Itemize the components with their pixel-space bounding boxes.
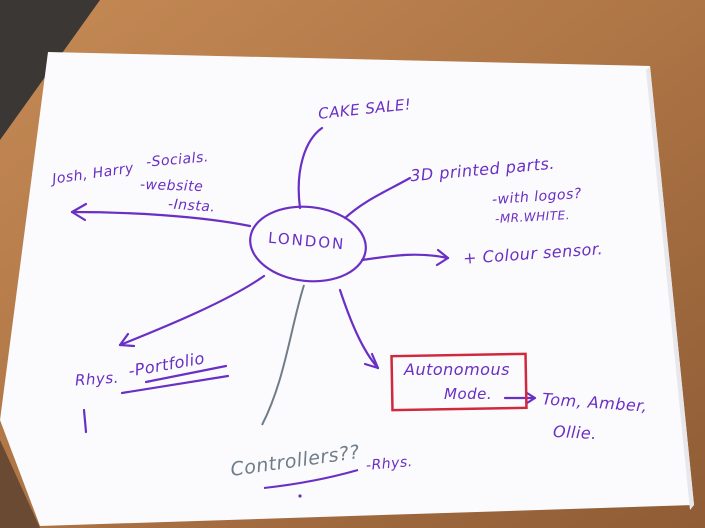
insta-label: -Insta. [167,196,216,216]
rhys-label: Rhys. [74,368,120,390]
mode-label: Mode. [444,385,493,403]
center-ellipse [249,205,367,283]
autonomous-label: Autonomous [404,360,510,379]
website-label: -website [139,176,204,196]
autonomous-box [390,352,528,412]
ollie-label: Ollie. [552,421,598,444]
